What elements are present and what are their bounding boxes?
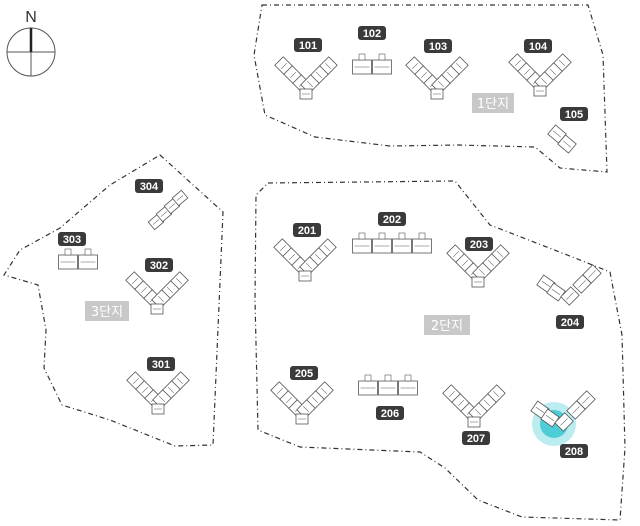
compass: N — [6, 9, 56, 77]
building-label-tag[interactable]: 206 — [376, 406, 404, 420]
building-label-tag[interactable]: 203 — [465, 237, 493, 251]
building-number: 202 — [383, 214, 401, 226]
building-footprint — [270, 381, 334, 425]
building-footprint — [442, 384, 506, 428]
building-number: 104 — [529, 41, 548, 53]
building-104[interactable]: 104 — [508, 39, 572, 97]
building-footprint — [405, 56, 469, 100]
building-footprint — [126, 371, 190, 415]
zone-1-boundary — [253, 4, 608, 173]
svg-text:2단지: 2단지 — [431, 319, 463, 334]
building-footprint — [352, 232, 432, 254]
building-201[interactable]: 201 — [273, 223, 337, 282]
building-number: 208 — [565, 446, 583, 458]
building-label-tag[interactable]: 103 — [424, 39, 452, 53]
building-label-tag[interactable]: 105 — [560, 107, 588, 121]
building-number: 302 — [150, 260, 168, 272]
building-footprint — [530, 390, 596, 446]
building-number: 101 — [299, 40, 317, 52]
building-label-tag[interactable]: 101 — [294, 38, 322, 52]
building-footprint — [547, 124, 577, 154]
building-101[interactable]: 101 — [274, 38, 338, 100]
building-number: 105 — [565, 109, 583, 121]
building-number: 301 — [152, 359, 170, 371]
building-208[interactable]: 208 — [530, 390, 596, 458]
building-number: 201 — [298, 225, 316, 237]
building-number: 303 — [63, 234, 81, 246]
building-label-tag[interactable]: 302 — [145, 258, 173, 272]
building-footprint — [273, 238, 337, 282]
building-footprint — [125, 271, 189, 315]
compass-north-label: N — [25, 9, 37, 26]
zone-2-boundary — [254, 180, 626, 521]
building-number: 206 — [381, 408, 399, 420]
building-303[interactable]: 303 — [58, 232, 98, 270]
building-number: 205 — [295, 368, 313, 380]
building-105[interactable]: 105 — [547, 107, 588, 154]
building-footprint — [352, 53, 392, 75]
building-number: 204 — [561, 317, 580, 329]
buildings-layer: 101 102 103 104 105 201 202 203 204 205 206 207 208 3… — [58, 26, 602, 458]
building-label-tag[interactable]: 201 — [293, 223, 321, 237]
zone-label-2: 2단지 — [424, 315, 470, 335]
building-205[interactable]: 205 — [270, 366, 334, 425]
compass-icon — [6, 27, 56, 77]
building-footprint — [358, 374, 418, 396]
building-label-tag[interactable]: 301 — [147, 357, 175, 371]
building-204[interactable]: 204 — [536, 264, 602, 329]
building-footprint — [446, 244, 510, 288]
building-number: 102 — [363, 28, 381, 40]
building-footprint — [147, 189, 189, 231]
building-footprint — [508, 53, 572, 97]
building-footprint — [274, 56, 338, 100]
building-207[interactable]: 207 — [442, 384, 506, 445]
building-102[interactable]: 102 — [352, 26, 392, 75]
building-label-tag[interactable]: 102 — [358, 26, 386, 40]
building-301[interactable]: 301 — [126, 357, 190, 415]
building-206[interactable]: 206 — [358, 374, 418, 420]
svg-text:1단지: 1단지 — [477, 97, 509, 112]
building-label-tag[interactable]: 104 — [524, 39, 552, 53]
building-label-tag[interactable]: 208 — [560, 444, 588, 458]
building-number: 304 — [140, 181, 159, 193]
building-202[interactable]: 202 — [352, 212, 432, 254]
building-label-tag[interactable]: 207 — [462, 431, 490, 445]
building-304[interactable]: 304 — [135, 179, 189, 231]
building-302[interactable]: 302 — [125, 258, 189, 315]
building-203[interactable]: 203 — [446, 237, 510, 288]
zone-3-boundary — [3, 154, 224, 447]
zone-label-3: 3단지 — [85, 301, 129, 321]
building-label-tag[interactable]: 205 — [290, 366, 318, 380]
building-number: 203 — [470, 239, 488, 251]
building-103[interactable]: 103 — [405, 39, 469, 100]
building-footprint — [536, 264, 602, 306]
building-label-tag[interactable]: 303 — [58, 232, 86, 246]
building-number: 103 — [429, 41, 447, 53]
svg-text:3단지: 3단지 — [91, 305, 123, 320]
building-footprint — [58, 248, 98, 270]
building-label-tag[interactable]: 204 — [556, 315, 584, 329]
building-label-tag[interactable]: 202 — [378, 212, 406, 226]
building-number: 207 — [467, 433, 485, 445]
building-label-tag[interactable]: 304 — [135, 179, 163, 193]
zone-label-1: 1단지 — [472, 93, 514, 113]
